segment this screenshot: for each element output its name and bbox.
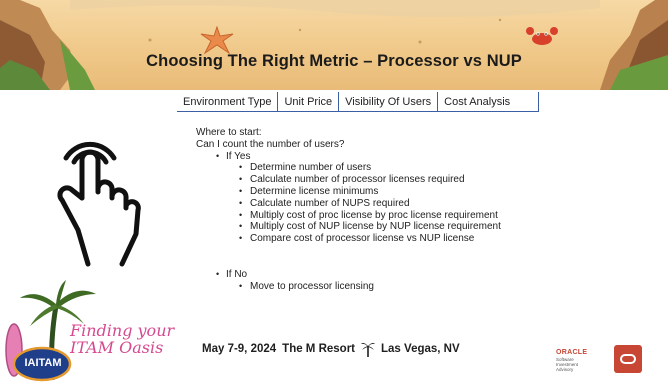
palm-tree-icon (361, 342, 376, 357)
bullet: • (239, 185, 243, 196)
bullet: • (239, 280, 243, 291)
intro-line-1: Where to start: (196, 127, 262, 138)
bullet: • (239, 197, 243, 208)
list-item: • Calculate number of NUPS required (196, 198, 616, 210)
event-date: May 7-9, 2024 (202, 343, 277, 355)
list-item: • Determine number of users (196, 162, 616, 174)
step-text: Compare cost of processor license vs NUP… (250, 233, 475, 245)
tab-bar: Environment Type Unit Price Visibility O… (177, 92, 540, 112)
list-item: • Calculate number of processor licenses … (196, 174, 616, 186)
spacer (196, 245, 616, 269)
logo-text: IAITAM (24, 357, 62, 369)
step-text: Multiply cost of proc license by proc li… (250, 209, 498, 221)
touch-hand-icon (57, 141, 141, 267)
if-no-label: If No (226, 268, 248, 280)
intro-line-2: Can I count the number of users? (196, 138, 345, 150)
bullet: • (239, 221, 243, 232)
event-details: May 7-9, 2024 The M Resort Las Vegas, NV (202, 341, 492, 357)
oracle-subtitle: Software Investment Advisory (556, 357, 579, 372)
event-tagline: Finding your ITAM Oasis (70, 322, 174, 356)
list-item: • Determine license minimums (196, 186, 616, 198)
crab-icon (526, 27, 558, 45)
itam-oasis-logo (5, 280, 96, 382)
beach-scene (0, 0, 668, 90)
tagline-line-1: Finding your (70, 321, 175, 340)
list-item: • Move to processor licensing (196, 281, 616, 293)
bullet: • (239, 209, 243, 220)
tab-environment-type[interactable]: Environment Type (177, 92, 279, 112)
step-text: Determine number of users (250, 162, 372, 174)
event-city: Las Vegas, NV (381, 343, 460, 355)
tab-unit-price[interactable]: Unit Price (278, 92, 340, 112)
oracle-ring (620, 354, 636, 364)
step-text: Multiply cost of NUP license by NUP lice… (250, 221, 501, 233)
tab-visibility-of-users[interactable]: Visibility Of Users (339, 92, 439, 112)
bullet: • (239, 174, 243, 185)
step-text: Calculate number of NUPS required (250, 197, 410, 209)
starfish-icon (200, 26, 234, 54)
header-banner: Choosing The Right Metric – Processor vs… (0, 0, 668, 90)
slide-title: Choosing The Right Metric – Processor vs… (146, 52, 522, 70)
oracle-wordmark: ORACLE (556, 349, 588, 356)
list-item: • Multiply cost of NUP license by NUP lic… (196, 221, 616, 233)
step-text: Move to processor licensing (250, 280, 374, 292)
bullet: • (216, 268, 220, 279)
bullet: • (239, 233, 243, 244)
oracle-logo-icon (614, 345, 642, 373)
list-item: • If Yes (196, 151, 616, 163)
list-item: • Multiply cost of proc license by proc l… (196, 210, 616, 222)
tagline-line-2: ITAM Oasis (70, 338, 164, 357)
step-text: Determine license minimums (250, 185, 379, 197)
event-venue: The M Resort (282, 343, 356, 355)
bullet: • (239, 162, 243, 173)
bullet: • (216, 150, 220, 161)
tab-cost-analysis[interactable]: Cost Analysis (438, 92, 540, 112)
content-body: Where to start: Can I count the number o… (196, 127, 616, 293)
list-item: • If No (196, 269, 616, 281)
step-text: Calculate number of processor licenses r… (250, 174, 465, 186)
list-item: • Compare cost of processor license vs NU… (196, 233, 616, 245)
if-yes-label: If Yes (226, 150, 251, 162)
